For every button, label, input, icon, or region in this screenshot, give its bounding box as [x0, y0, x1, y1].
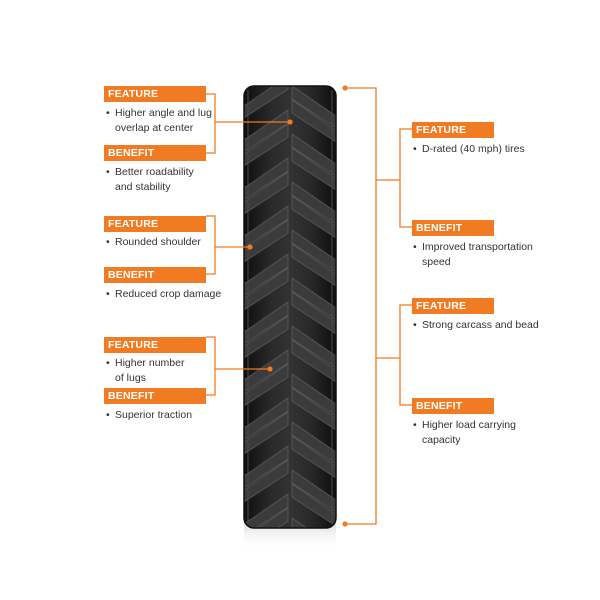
tread-lug-right	[291, 133, 336, 177]
tread-lug-left	[244, 205, 289, 249]
tread-lug-right	[291, 325, 336, 369]
tread-lug-left	[244, 315, 289, 359]
tread-lug-right	[291, 181, 336, 225]
feature-text-right-1: •D-rated (40 mph) tires	[413, 143, 525, 155]
feature-tag-right-1: FEATURE	[412, 122, 494, 138]
feature-text-left-2: •Rounded shoulder	[106, 236, 201, 248]
right-connector-dots	[342, 85, 348, 527]
tread-lug-right	[291, 421, 336, 465]
tread-lug-left	[244, 349, 289, 393]
tread-lug-left	[244, 397, 289, 441]
tread-lug-left	[244, 219, 289, 263]
feature-text-left-1: •Higher angle and lug overlap at center	[106, 107, 212, 134]
feature-text-right-2: •Strong carcass and bead	[413, 319, 539, 331]
tread-lug-left	[244, 109, 289, 153]
tread-lug-left	[244, 459, 289, 503]
tread-lug-left	[244, 363, 289, 407]
tread-lug-right	[291, 243, 336, 287]
right-connectors	[345, 87, 412, 525]
tread-lug-right	[291, 99, 336, 143]
tread-lug-right	[291, 147, 336, 191]
tread-lug-right	[291, 483, 336, 527]
benefit-tag-left-2: BENEFIT	[104, 267, 206, 283]
tread-lug-left	[244, 493, 289, 528]
left-connector-dots	[247, 119, 293, 372]
benefit-text-right-2: •Higher load carrying capacity	[413, 419, 516, 446]
feature-tag-right-2: FEATURE	[412, 298, 494, 314]
feature-tag-left-2: FEATURE	[104, 216, 206, 232]
tread-lug-right	[291, 277, 336, 321]
benefit-tag-right-1: BENEFIT	[412, 220, 494, 236]
tire-image	[243, 85, 337, 550]
tread-lug-right	[291, 517, 336, 528]
tread-lug-right	[291, 291, 336, 335]
tread-lug-left	[244, 445, 289, 489]
tread-lug-left	[244, 123, 289, 167]
tread-lug-right	[291, 229, 336, 273]
feature-tag-left-1: FEATURE	[104, 86, 206, 102]
tread-lug-left	[244, 411, 289, 455]
tread-lug-left	[244, 267, 289, 311]
benefit-text-left-2: •Reduced crop damage	[106, 288, 222, 300]
tread-lug-left	[244, 171, 289, 215]
benefit-text-left-1: •Better roadability and stability	[106, 166, 194, 193]
tread-lug-left	[244, 253, 289, 297]
tread-lug-left	[244, 301, 289, 345]
benefit-tag-left-1: BENEFIT	[104, 145, 206, 161]
tread-lug-right	[291, 339, 336, 383]
left-connectors	[206, 93, 290, 396]
feature-text-left-3: •Higher number of lugs	[106, 357, 185, 384]
tread-lug-right	[291, 373, 336, 417]
feature-tag-left-3: FEATURE	[104, 337, 206, 353]
tread-lug-right	[291, 86, 336, 129]
tread-lug-right	[291, 435, 336, 479]
tread-lug-left	[244, 507, 289, 528]
benefit-text-right-1: •Improved transportation speed	[413, 241, 533, 268]
benefit-text-left-3: •Superior traction	[106, 409, 193, 421]
tread-lug-right	[291, 469, 336, 513]
tread-lug-right	[291, 387, 336, 431]
benefit-tag-right-2: BENEFIT	[412, 398, 494, 414]
benefit-tag-left-3: BENEFIT	[104, 388, 206, 404]
tread-lug-left	[244, 157, 289, 201]
tread-lug-right	[291, 195, 336, 239]
